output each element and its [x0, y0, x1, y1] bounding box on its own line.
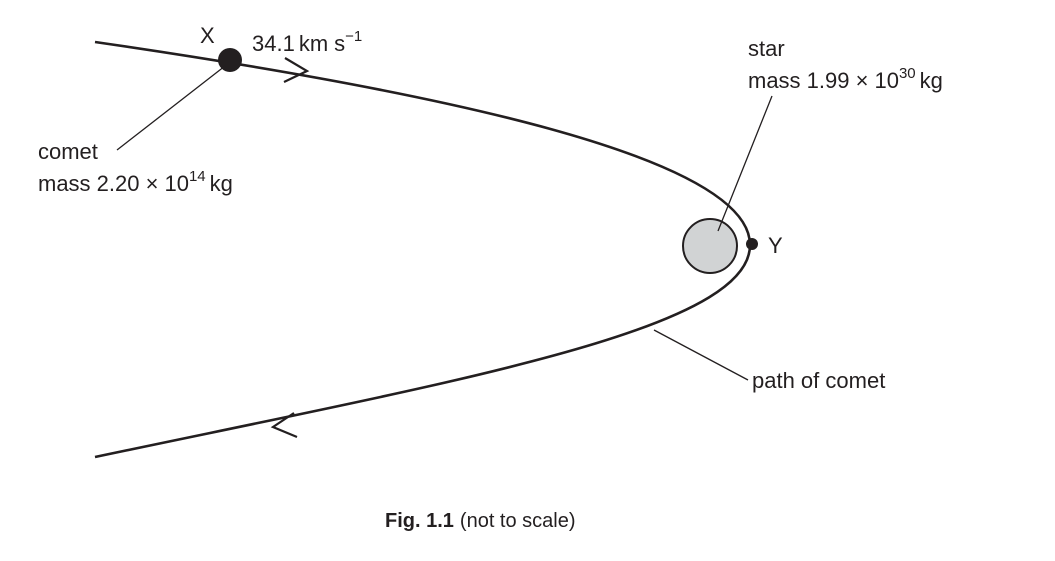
star-mass-exponent: 30: [899, 65, 916, 82]
point-y-dot: [746, 238, 758, 250]
comet-mass-prefix: mass 2.20 ×: [38, 171, 158, 196]
star-leader-line: [717, 95, 773, 232]
star-mass-prefix: mass 1.99 ×: [748, 68, 868, 93]
speed-exponent: −1: [345, 28, 362, 45]
point-x-label: X: [200, 23, 215, 48]
speed-unit-s: s: [334, 31, 345, 56]
star-mass-base: 10: [874, 68, 898, 93]
star-name-label: star: [748, 36, 785, 61]
figure-caption: Fig. 1.1 (not to scale): [385, 510, 576, 532]
direction-arrow-upper: [283, 57, 310, 83]
comet-path: [94, 40, 752, 459]
star-mass-unit: kg: [920, 68, 943, 93]
speed-value: 34.1: [252, 31, 295, 56]
star-circle: [682, 218, 738, 274]
point-y-label: Y: [768, 233, 783, 258]
figure-number: Fig. 1.1: [385, 510, 454, 532]
comet-leader-line: [116, 65, 226, 151]
comet-mass-exponent: 14: [189, 168, 206, 185]
figure-note: (not to scale): [460, 510, 576, 532]
speed-unit-km: km: [299, 31, 328, 56]
path-of-comet-label: path of comet: [752, 368, 885, 393]
path-leader-line: [653, 329, 749, 381]
comet-name-label: comet: [38, 139, 98, 164]
comet-mass-unit: kg: [210, 171, 233, 196]
direction-arrow-lower: [270, 412, 298, 439]
comet-mass-base: 10: [164, 171, 188, 196]
